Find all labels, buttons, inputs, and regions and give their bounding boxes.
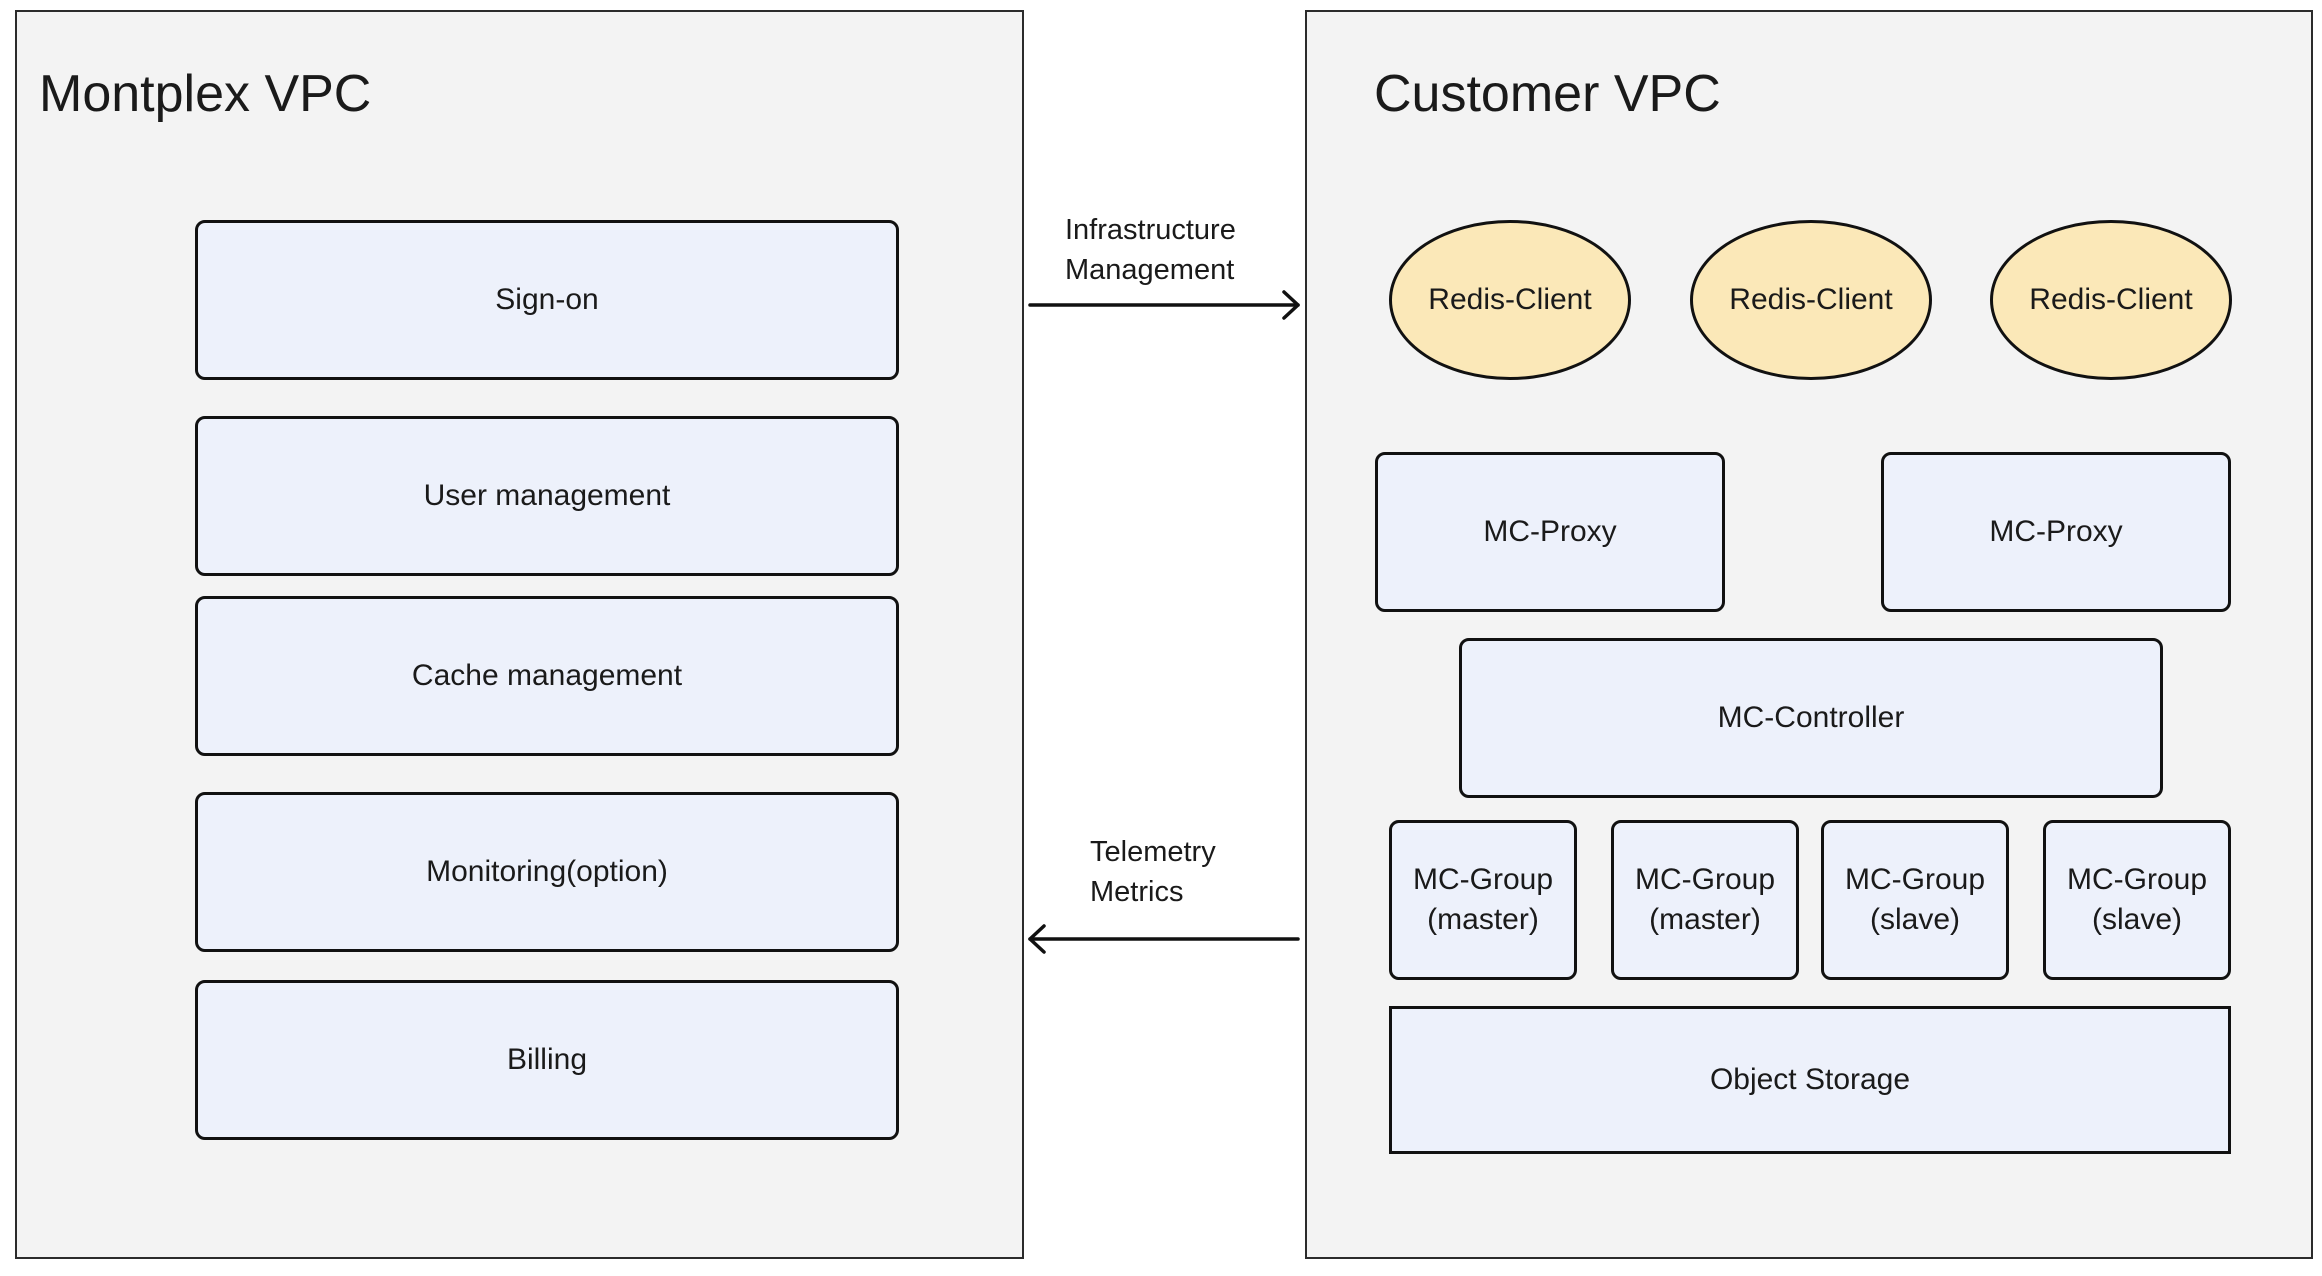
redis-client-3: Redis-Client bbox=[1990, 220, 2232, 380]
mc-group-slave-1: MC-Group (slave) bbox=[1821, 820, 2009, 980]
redis-client-2-label: Redis-Client bbox=[1729, 283, 1893, 316]
telemetry-label-line1: Telemetry bbox=[1090, 836, 1216, 868]
mc-controller: MC-Controller bbox=[1459, 638, 2163, 798]
customer-vpc-title: Customer VPC bbox=[1374, 65, 1721, 123]
mc-proxy-1: MC-Proxy bbox=[1375, 452, 1725, 612]
customer-vpc-container: Customer VPC Redis-Client Redis-Client R… bbox=[1305, 10, 2313, 1259]
mc-group-master-2: MC-Group (master) bbox=[1611, 820, 1799, 980]
mc-group-2-name: MC-Group bbox=[1634, 863, 1776, 896]
billing-box: Billing bbox=[195, 980, 899, 1140]
mc-group-master-1: MC-Group (master) bbox=[1389, 820, 1577, 980]
montplex-vpc-title: Montplex VPC bbox=[39, 65, 372, 123]
user-management-label: User management bbox=[423, 479, 671, 512]
monitoring-box: Monitoring(option) bbox=[195, 792, 899, 952]
telemetry-metrics-label: Telemetry Metrics bbox=[1090, 832, 1216, 912]
cache-management-label: Cache management bbox=[411, 659, 683, 692]
redis-client-3-label: Redis-Client bbox=[2029, 283, 2193, 316]
redis-client-1: Redis-Client bbox=[1389, 220, 1631, 380]
redis-client-1-label: Redis-Client bbox=[1428, 283, 1592, 316]
mc-proxy-2: MC-Proxy bbox=[1881, 452, 2231, 612]
mc-controller-label: MC-Controller bbox=[1717, 701, 1905, 734]
sign-on-label: Sign-on bbox=[495, 283, 599, 316]
mc-group-4-name: MC-Group bbox=[2066, 863, 2208, 896]
telemetry-label-line2: Metrics bbox=[1090, 876, 1184, 908]
mc-group-3-role: (slave) bbox=[1869, 903, 1960, 936]
infrastructure-management-label: Infrastructure Management bbox=[1065, 210, 1236, 290]
object-storage: Object Storage bbox=[1389, 1006, 2231, 1154]
mc-group-1-name: MC-Group bbox=[1412, 863, 1554, 896]
montplex-vpc-container: Montplex VPC Sign-on User management Cac… bbox=[15, 10, 1024, 1259]
mc-proxy-1-label: MC-Proxy bbox=[1483, 515, 1617, 548]
sign-on-box: Sign-on bbox=[195, 220, 899, 380]
cache-management-box: Cache management bbox=[195, 596, 899, 756]
monitoring-label: Monitoring(option) bbox=[426, 855, 668, 888]
mc-group-1-role: (master) bbox=[1427, 903, 1539, 936]
infrastructure-label-line2: Management bbox=[1065, 254, 1235, 286]
billing-label: Billing bbox=[506, 1043, 588, 1076]
user-management-box: User management bbox=[195, 416, 899, 576]
mc-group-4-role: (slave) bbox=[2091, 903, 2182, 936]
infrastructure-label-line1: Infrastructure bbox=[1065, 214, 1236, 246]
infrastructure-management-arrow bbox=[1028, 290, 1300, 320]
mc-group-slave-2: MC-Group (slave) bbox=[2043, 820, 2231, 980]
redis-client-2: Redis-Client bbox=[1690, 220, 1932, 380]
mc-group-2-role: (master) bbox=[1649, 903, 1761, 936]
mc-proxy-2-label: MC-Proxy bbox=[1989, 515, 2123, 548]
object-storage-label: Object Storage bbox=[1709, 1063, 1911, 1096]
telemetry-metrics-arrow bbox=[1028, 924, 1300, 954]
mc-group-3-name: MC-Group bbox=[1844, 863, 1986, 896]
